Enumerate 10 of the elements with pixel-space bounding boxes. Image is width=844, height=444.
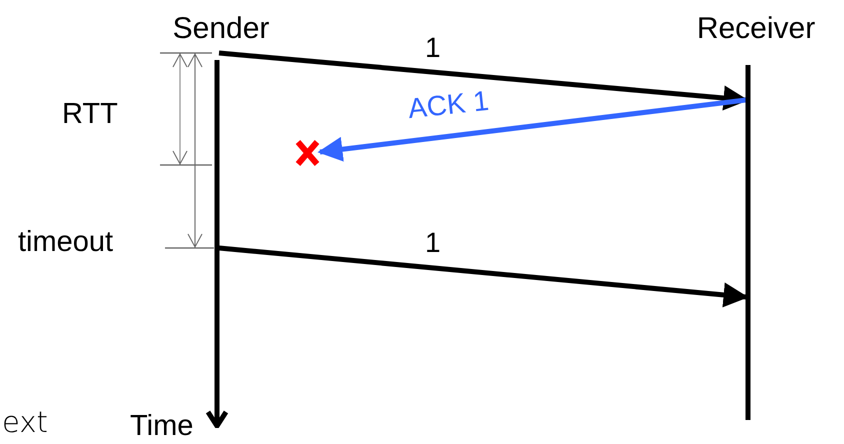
- participant-label: Receiver: [696, 12, 816, 46]
- cross-icon: [295, 139, 320, 167]
- axis-label: Time: [130, 410, 194, 442]
- text-fragment: ext: [2, 406, 48, 438]
- arrow: [218, 246, 748, 308]
- arrow: [318, 98, 746, 162]
- interval-label: timeout: [18, 226, 114, 258]
- interval-label: RTT: [62, 98, 118, 130]
- participant-label: Sender: [172, 12, 270, 46]
- edge-label: ACK 1: [406, 86, 492, 124]
